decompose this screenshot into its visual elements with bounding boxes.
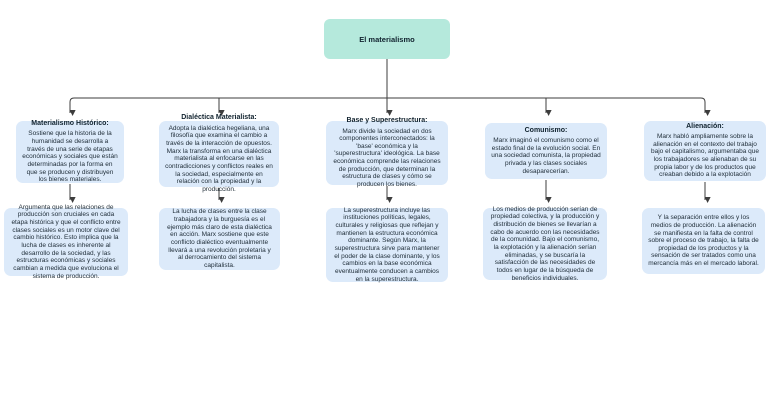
detail-node-materialismo-historico[interactable]: Argumenta que las relaciones de producci…	[4, 204, 128, 280]
branch-summary: Marx imaginó el comunismo como el estado…	[491, 136, 601, 175]
branch-node-dialectica-materialista[interactable]: Dialéctica Materialista: Adopta la dialé…	[159, 114, 279, 193]
branch-title: Alienación:	[686, 122, 724, 130]
branch-title: Dialéctica Materialista:	[181, 114, 257, 122]
detail-node-base-y-superestructura[interactable]: La superestructura incluye las instituci…	[326, 206, 448, 283]
detail-node-dialectica-materialista[interactable]: La lucha de clases entre la clase trabaj…	[159, 208, 280, 270]
detail-text: Los medios de producción serían de propi…	[490, 205, 600, 282]
detail-node-comunismo[interactable]: Los medios de producción serían de propi…	[483, 205, 607, 282]
root-node-el-materialismo[interactable]: El materialismo	[324, 19, 450, 59]
branch-summary: Marx divide la sociedad en dos component…	[333, 127, 441, 189]
detail-text: La superestructura incluye las instituci…	[334, 206, 440, 283]
branch-title: Base y Superestructura:	[346, 117, 428, 125]
branch-summary: Sostiene que la historia de la humanidad…	[22, 130, 118, 184]
root-node-label: El materialismo	[359, 34, 415, 44]
branch-node-alienacion[interactable]: Alienación: Marx habló ampliamente sobre…	[644, 121, 766, 181]
branch-title: Materialismo Histórico:	[31, 120, 109, 128]
branch-summary: Marx habló ampliamente sobre la alienaci…	[650, 133, 760, 179]
branch-title: Comunismo:	[524, 126, 568, 134]
detail-node-alienacion[interactable]: Y la separación entre ellos y los medios…	[642, 208, 765, 274]
branch-summary: Adopta la dialéctica hegeliana, una filo…	[165, 124, 273, 193]
detail-text: Argumenta que las relaciones de producci…	[11, 203, 121, 280]
branch-node-comunismo[interactable]: Comunismo: Marx imaginó el comunismo com…	[485, 123, 607, 179]
branch-node-base-y-superestructura[interactable]: Base y Superestructura: Marx divide la s…	[326, 117, 448, 188]
detail-text: La lucha de clases entre la clase trabaj…	[167, 208, 272, 269]
detail-text: Y la separación entre ellos y los medios…	[648, 214, 759, 268]
branch-node-materialismo-historico[interactable]: Materialismo Histórico: Sostiene que la …	[16, 120, 124, 184]
